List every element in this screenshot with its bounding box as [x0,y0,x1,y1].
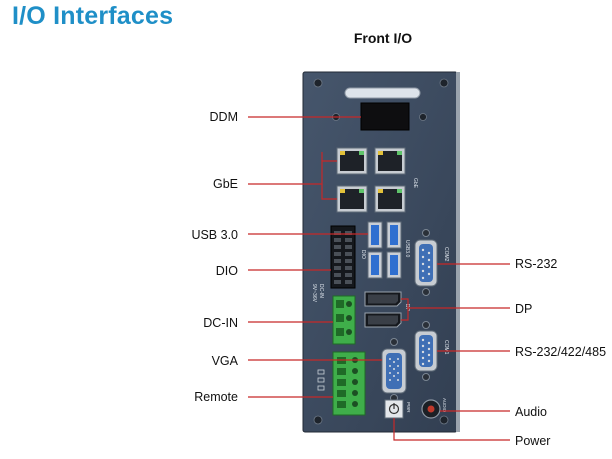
dcin-terminal-block [332,295,356,345]
gbe-silk: GbE [412,178,418,189]
panel-side-edge [456,72,460,432]
audio-silk: AUDIO [442,398,447,413]
rj45-port-icon [374,185,406,213]
usb-silk: USB3.0 [404,240,410,257]
label-dcin: DC-IN [203,316,238,330]
usb-port-icon [386,221,402,249]
label-dio: DIO [215,264,238,278]
dio-connector [330,225,356,289]
com1-db9-port [414,321,438,381]
callout-dp [401,298,510,309]
vga-port-icon [381,338,407,402]
page-title: I/O Interfaces [12,2,174,30]
rj45-port-icon [374,147,406,175]
label-dp: DP [515,302,533,316]
dp-silk: DP [404,304,410,312]
handle-slot [344,87,421,99]
usb-ports [367,221,402,279]
remote-terminal-block [332,351,366,416]
pwr-silk: PWR [406,402,411,413]
com2-db9-port [414,229,438,296]
remote-silk-marks [317,369,325,391]
ddm-display [360,102,410,131]
displayport-icon [364,312,402,328]
label-gbe: GbE [212,177,238,191]
callout-gbe [248,160,337,185]
gbe-ports [336,147,406,213]
callout-power [393,418,510,441]
label-rs232-422-485: RS-232/422/485 [515,345,607,359]
front-io-title: Front I/O [353,30,413,46]
displayport-icon [364,291,402,307]
dcin-volt-silk: 9V~36V [311,284,317,303]
label-ddm: DDM [209,110,238,124]
power-button-icon [384,399,404,419]
com1-silk: COM1 [443,340,449,355]
label-usb30: USB 3.0 [191,228,238,242]
rj45-port-icon [336,147,368,175]
audio-jack-icon [421,399,441,419]
label-power: Power [515,434,551,448]
label-audio: Audio [515,405,547,419]
usb-port-icon [367,221,383,249]
dio-silk: DIO [360,250,366,259]
dcin-silk: DC-IN [318,284,324,298]
callout-lines [248,116,510,441]
label-remote: Remote [194,390,238,404]
usb-port-icon [386,251,402,279]
label-rs232: RS-232 [515,257,558,271]
label-vga: VGA [211,354,238,368]
usb-port-icon [367,251,383,279]
com2-silk: COM2 [443,247,449,262]
screw-icon [313,78,449,425]
rj45-port-icon [336,185,368,213]
